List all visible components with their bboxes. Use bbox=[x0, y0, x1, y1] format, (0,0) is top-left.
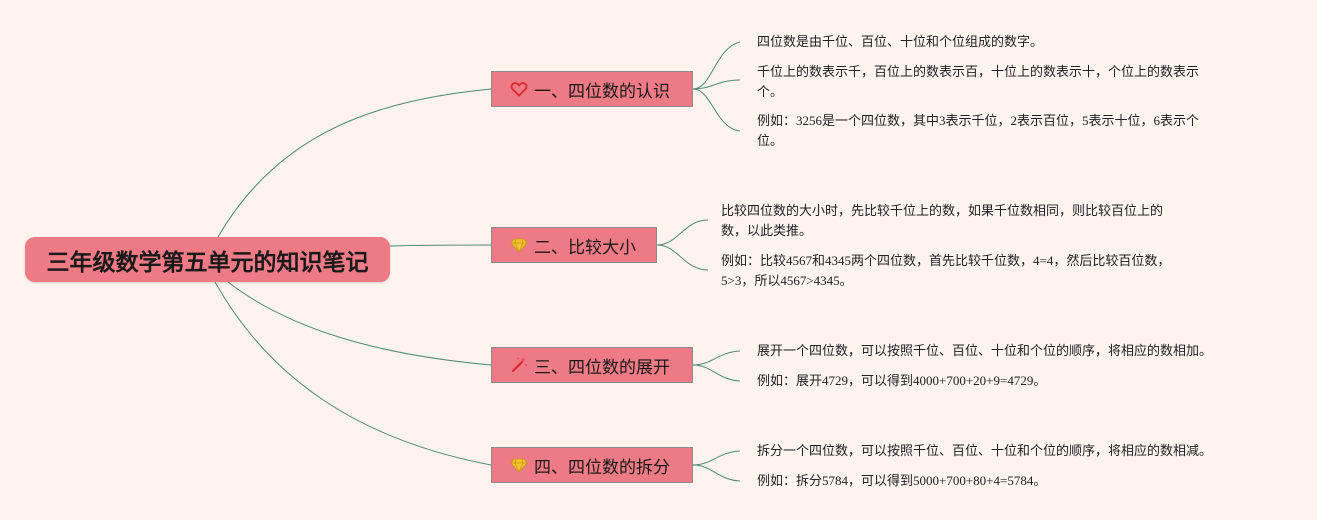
branch-topic-4-label: 四、四位数的拆分 bbox=[534, 457, 670, 478]
branch-3-note-2: 例如：展开4729，可以得到4000+700+20+9=4729。 bbox=[757, 373, 1047, 388]
gem-icon bbox=[510, 236, 528, 254]
branch-topic-1[interactable]: 一、四位数的认识 bbox=[491, 71, 693, 107]
branch-topic-3[interactable]: 三、四位数的展开 bbox=[491, 347, 693, 383]
branch-1-note-2: 千位上的数表示千，百位上的数表示百，十位上的数表示十，个位上的数表示 个。 bbox=[757, 64, 1200, 99]
branch-topic-3-label: 三、四位数的展开 bbox=[534, 357, 670, 378]
branch-3-leaf-1-line bbox=[692, 350, 741, 366]
branch-topic-2[interactable]: 二、比较大小 bbox=[491, 227, 657, 263]
branch-2-note-1: 比较四位数的大小时，先比较千位上的数，如果千位数相同，则比较百位上的 数，以此类… bbox=[721, 203, 1164, 238]
branch-topic-1-label: 一、四位数的认识 bbox=[534, 81, 670, 102]
branch-1-leaf-3-line bbox=[692, 88, 741, 132]
magic-wand-icon bbox=[510, 356, 528, 374]
root-topic-title: 三年级数学第五单元的知识笔记 bbox=[46, 249, 369, 276]
branch-2-leaf-1-line bbox=[656, 219, 709, 246]
root-to-branch-1-line bbox=[217, 88, 492, 238]
root-topic[interactable]: 三年级数学第五单元的知识笔记 bbox=[25, 237, 390, 282]
root-to-branch-2-line bbox=[389, 244, 492, 247]
branch-1-leaf-1-line bbox=[692, 41, 741, 90]
branch-4-leaf-1-line bbox=[692, 450, 741, 466]
branch-1-note-3: 例如：3256是一个四位数，其中3表示千位，2表示百位，5表示十位，6表示个 位… bbox=[757, 113, 1200, 148]
branch-4-leaf-2-line bbox=[692, 464, 741, 482]
branch-3-leaf-2-line bbox=[692, 364, 741, 382]
branch-2-leaf-2-line bbox=[656, 244, 709, 271]
branch-1-leaf-2-line bbox=[692, 79, 741, 90]
heart-icon bbox=[510, 80, 528, 98]
branch-3-note-1: 展开一个四位数，可以按照千位、百位、十位和个位的顺序，将相应的数相加。 bbox=[757, 343, 1213, 358]
root-to-branch-3-line bbox=[227, 281, 492, 366]
branch-topic-4[interactable]: 四、四位数的拆分 bbox=[491, 447, 693, 483]
branch-4-note-1: 拆分一个四位数，可以按照千位、百位、十位和个位的顺序，将相应的数相减。 bbox=[757, 443, 1213, 458]
gem-icon bbox=[510, 456, 528, 474]
branch-4-note-2: 例如：拆分5784，可以得到5000+700+80+4=5784。 bbox=[757, 473, 1047, 488]
branch-1-note-1: 四位数是由千位、百位、十位和个位组成的数字。 bbox=[757, 34, 1044, 49]
branch-2-note-2: 例如：比较4567和4345两个四位数，首先比较千位数，4=4，然后比较百位数，… bbox=[721, 253, 1171, 288]
branch-topic-2-label: 二、比较大小 bbox=[534, 237, 636, 258]
root-to-branch-4-line bbox=[214, 281, 492, 466]
